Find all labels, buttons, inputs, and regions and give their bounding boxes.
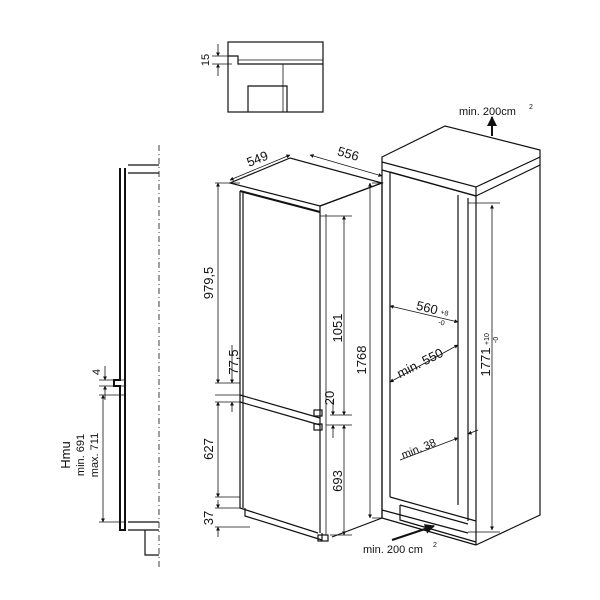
bottom-vent-label: min. 200 cm [363,544,423,556]
appliance-depth-label: 556 [336,143,361,163]
total-height-label: 1768 [354,346,369,375]
fridge-height-label: 979,5 [201,267,216,300]
divider-label: 77,5 [226,349,241,374]
top-detail: 15 [200,41,324,113]
depth-label: min. 550 [394,345,445,381]
top-vent-sup: 2 [529,104,533,111]
detail-gap-label: 15 [200,54,212,66]
top-vent-label: min. 200cm [459,106,516,118]
cabinet-drawing: min. 200cm 2 560 +8 -0 min. 550 1771 +10… [363,104,541,556]
niche-side-section: 4 Hmu min. 691 max. 711 [58,145,160,570]
inner-width-label: 560 [415,298,440,318]
bottom-vent-sup: 2 [433,542,437,549]
appliance-width-label: 549 [244,148,270,170]
cabinet-height-tol-top: +10 [484,333,491,345]
hmu-max-label: max. 711 [89,433,101,477]
base-gap-label: 37 [201,511,216,525]
hmu-label: Hmu [58,441,73,468]
cabinet-height-tol-bot: -0 [493,337,500,343]
inner-width-tol-top: +8 [440,309,450,318]
inner-width-tol-bot: -0 [438,319,446,327]
lower-door-label: 693 [330,470,345,492]
appliance-drawing: 549 556 979,5 77,5 627 37 1051 20 693 [201,143,384,542]
freezer-height-label: 627 [201,438,216,460]
hmu-min-label: min. 691 [75,434,87,476]
side-thickness-label: min. 38 [400,437,438,462]
upper-door-label: 1051 [330,314,345,343]
cabinet-height-label: 1771 [478,348,493,377]
door-gap-label: 20 [322,391,337,405]
niche-gap-label: 4 [91,369,103,375]
